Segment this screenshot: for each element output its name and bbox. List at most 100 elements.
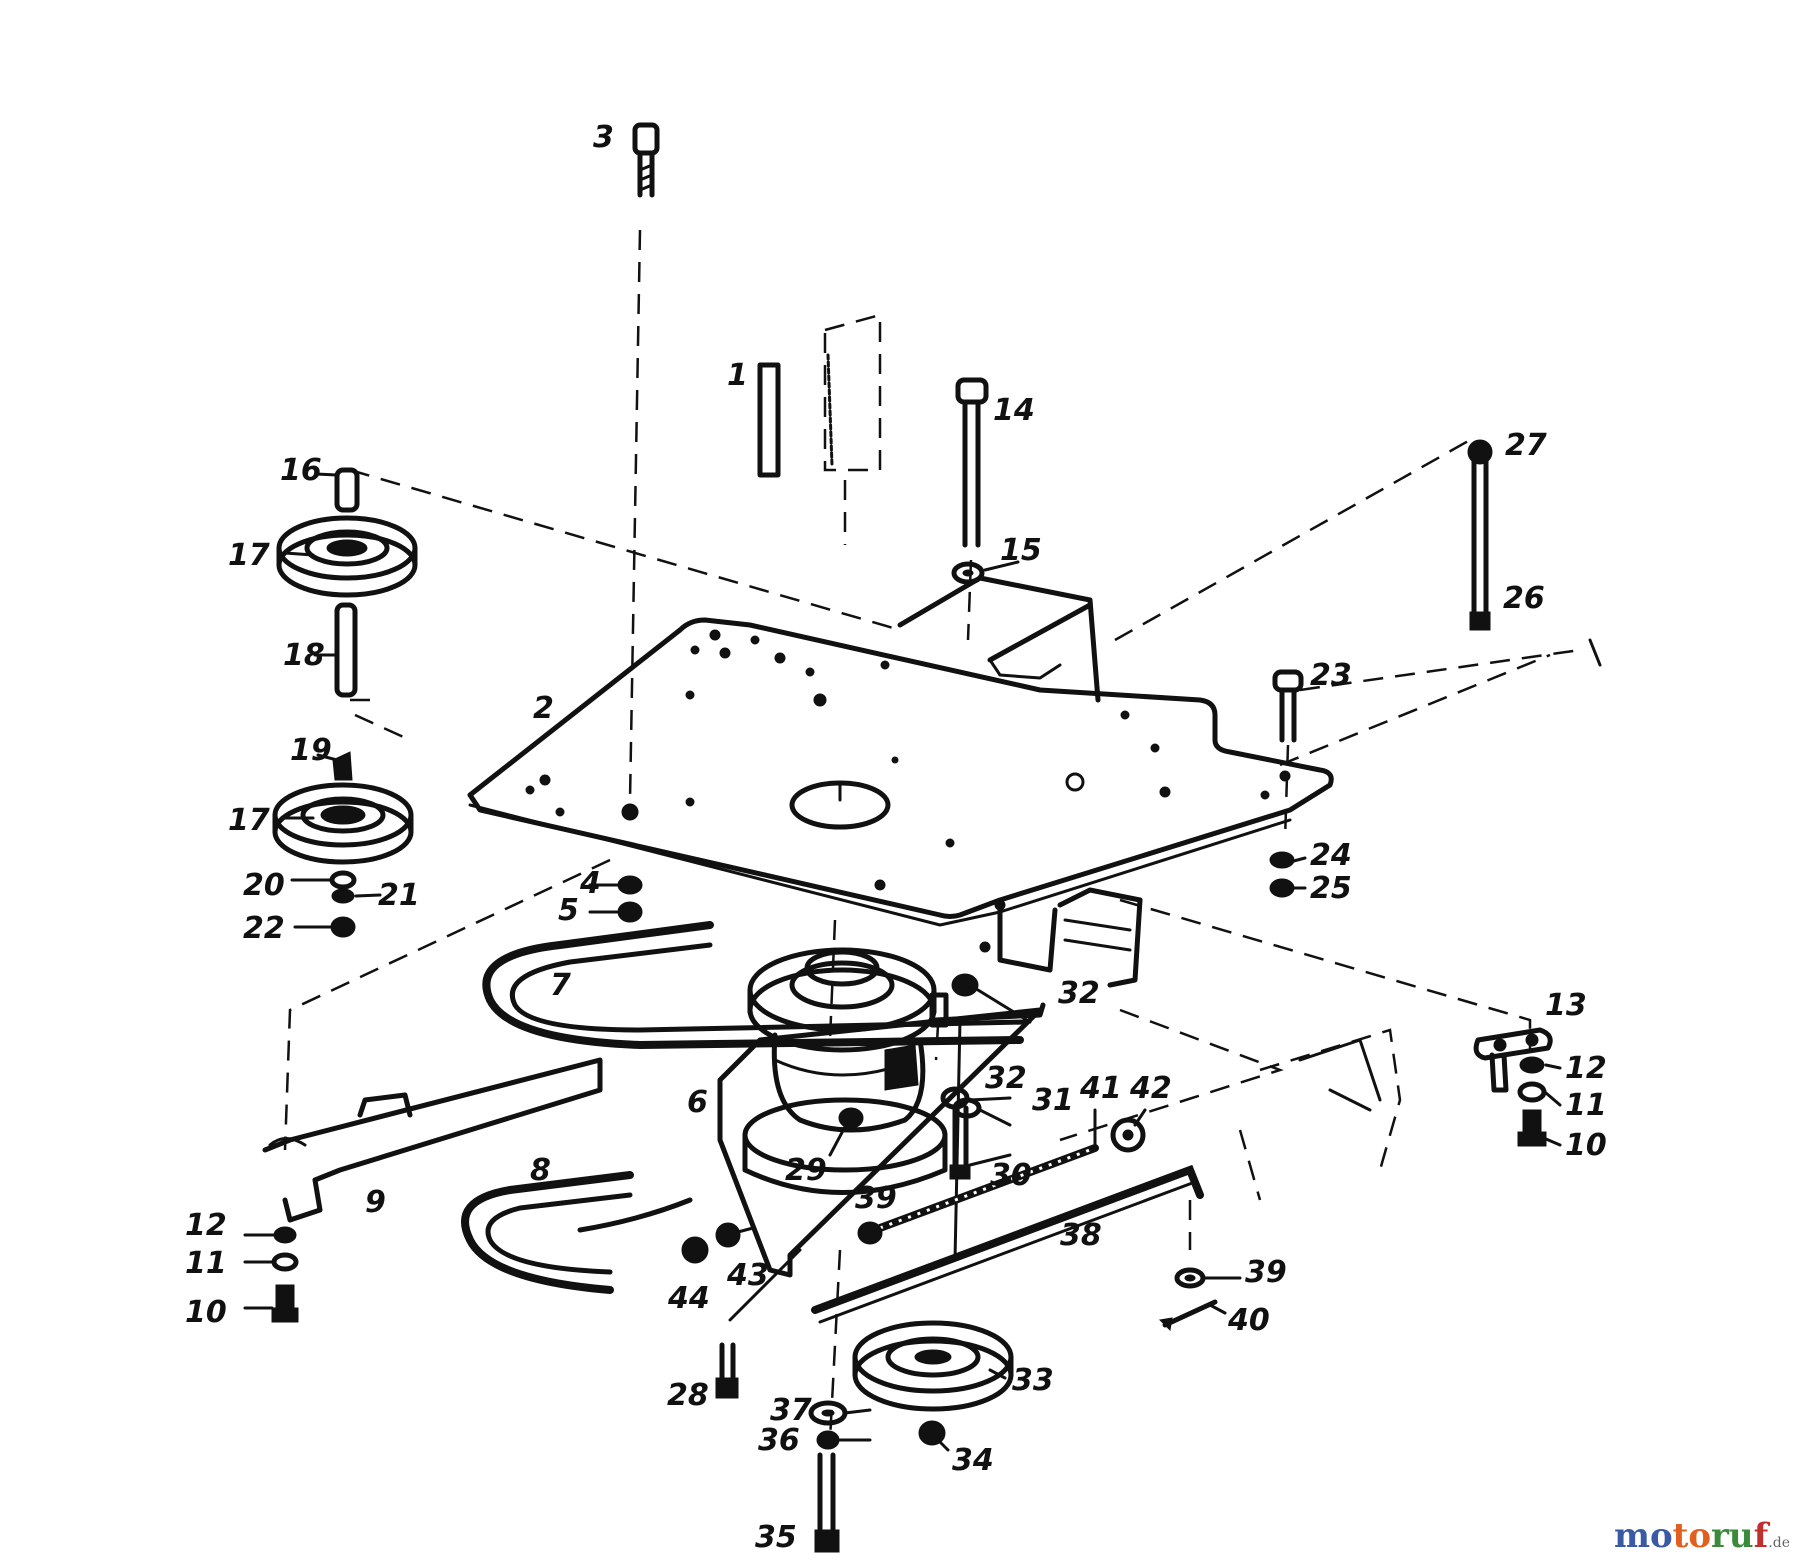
bolt-part-10-left <box>271 1284 299 1323</box>
part-label: 27 <box>1505 428 1547 463</box>
part-label: 7 <box>550 968 571 1003</box>
part-label: 32 <box>1058 976 1100 1011</box>
part-label: 33 <box>1012 1363 1054 1398</box>
part-label: 19 <box>290 733 332 768</box>
part-label: 21 <box>378 878 420 913</box>
part-label: 3 <box>593 120 614 155</box>
part-label: 5 <box>558 893 579 928</box>
spring-part-41 <box>876 1144 1099 1232</box>
part-label: 39 <box>1245 1255 1287 1290</box>
watermark-part: mo <box>1613 1516 1673 1556</box>
washer-part-11-right <box>1517 1081 1547 1103</box>
watermark-part: to <box>1672 1516 1712 1556</box>
part-label: 23 <box>1310 658 1352 693</box>
part-label: 44 <box>667 1281 710 1316</box>
part-label: 11 <box>185 1246 227 1281</box>
motoruf-watermark: motoruf.de <box>1614 1516 1790 1556</box>
washer-part-15 <box>951 561 985 585</box>
part-label: 11 <box>1565 1088 1607 1123</box>
idler-pulley-lower <box>272 751 414 865</box>
bolt-part-26-27 <box>1467 439 1493 631</box>
nut-part-29 <box>838 1107 864 1129</box>
nut-part-44 <box>681 1236 709 1264</box>
pin-part-40 <box>1158 1299 1218 1332</box>
lever-part-9 <box>262 1057 603 1223</box>
part-label: 36 <box>758 1423 800 1458</box>
part-label: 37 <box>770 1393 812 1428</box>
part-label: 39 <box>855 1181 897 1216</box>
part-label: 17 <box>228 538 270 573</box>
small-bolt-under-32 <box>929 992 949 1061</box>
leader-lines <box>243 472 1562 1452</box>
drive-pulley-assembly <box>742 947 948 1195</box>
part-label: 6 <box>687 1085 708 1120</box>
washer-part-37 <box>808 1400 848 1426</box>
bolt-part-14 <box>955 377 989 641</box>
part-label: 10 <box>1565 1128 1607 1163</box>
part-label: 25 <box>1310 871 1352 906</box>
bracket-part-13 <box>1473 1027 1553 1093</box>
pin-part-1 <box>757 313 882 545</box>
nut-part-22 <box>330 916 356 938</box>
watermark-part: f <box>1753 1516 1769 1556</box>
washer-part-21 <box>331 888 355 904</box>
washer-part-11-left <box>271 1252 299 1272</box>
part-label: 16 <box>280 453 322 488</box>
part-label: 8 <box>530 1153 551 1188</box>
part-label: 22 <box>243 911 285 946</box>
nut-part-39-upper <box>857 1221 883 1245</box>
part-label: 9 <box>365 1185 386 1220</box>
spacer-part-18 <box>334 602 358 698</box>
part-label: 38 <box>1060 1218 1102 1253</box>
part-label: 4 <box>579 866 601 901</box>
washer-part-12-left <box>273 1226 297 1244</box>
part-label: 12 <box>1565 1051 1607 1086</box>
deck-plate <box>467 575 1334 988</box>
bolt-part-35 <box>814 1452 840 1553</box>
bracket-part-6 <box>717 1002 1046 1278</box>
watermark-part: ru <box>1711 1516 1754 1556</box>
washer-part-4 <box>617 875 643 895</box>
nut-part-43 <box>715 1222 741 1248</box>
part-label: 17 <box>228 803 270 838</box>
part-label: 1 <box>727 358 748 393</box>
washer-part-36 <box>816 1430 840 1450</box>
part-label: 32 <box>985 1061 1027 1096</box>
rod-part-38 <box>811 1164 1204 1324</box>
part-label: 35 <box>755 1520 797 1555</box>
part-label: 13 <box>1545 988 1587 1023</box>
v-belt-part-7 <box>482 921 1028 1050</box>
washer-part-24 <box>1269 851 1295 869</box>
part-label: 30 <box>990 1158 1032 1193</box>
v-belt-part-8 <box>461 1171 693 1294</box>
washer-part-42 <box>1110 1117 1146 1153</box>
part-label: 42 <box>1129 1071 1172 1106</box>
part-label: 24 <box>1310 838 1352 873</box>
idler-pulley-upper <box>276 467 418 598</box>
bolt-part-28 <box>715 1342 739 1399</box>
part-label: 41 <box>1079 1071 1122 1106</box>
nut-part-5 <box>617 901 643 923</box>
part-label: 15 <box>1000 533 1042 568</box>
part-label: 18 <box>283 638 325 673</box>
pulley-part-33 <box>852 1320 1014 1412</box>
part-label: 12 <box>185 1208 227 1243</box>
bolt-part-10-right <box>1517 1109 1547 1147</box>
bolt-part-30 <box>949 1105 971 1180</box>
nut-part-32-upper <box>951 973 979 997</box>
part-label: 20 <box>243 868 285 903</box>
washer-part-20 <box>329 870 357 890</box>
part-label: 14 <box>993 393 1035 428</box>
bolt-part-3 <box>632 122 660 198</box>
part-label: 40 <box>1227 1303 1270 1338</box>
bolt-part-23 <box>1272 669 1304 841</box>
washer-part-39-lower <box>1174 1267 1206 1289</box>
part-label: 43 <box>726 1258 769 1293</box>
part-label: 29 <box>785 1153 827 1188</box>
part-label: 28 <box>667 1378 709 1413</box>
part-label: 10 <box>185 1295 227 1330</box>
part-label: 2 <box>533 691 554 726</box>
washer-part-12-right <box>1519 1056 1545 1074</box>
part-label: 26 <box>1503 581 1545 616</box>
